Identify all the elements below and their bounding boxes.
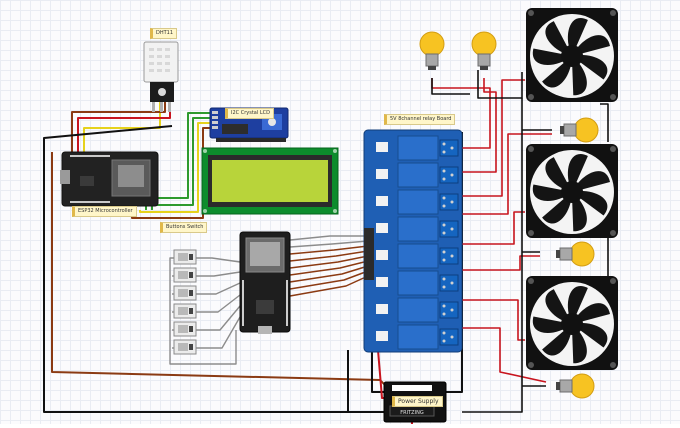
relay-channel xyxy=(376,270,459,296)
label-buttons: Buttons Switch xyxy=(160,222,208,233)
push-button xyxy=(173,249,197,265)
wire-lcd-vcc xyxy=(139,122,210,213)
relay-channel xyxy=(376,216,459,242)
button-switches xyxy=(173,249,197,355)
esp32-main-board xyxy=(239,231,291,334)
wires xyxy=(43,70,609,424)
bulb xyxy=(419,31,445,70)
wire-dht-vcc xyxy=(71,102,166,152)
dht11-sensor xyxy=(143,41,179,112)
relay-board xyxy=(363,129,463,353)
wire-dht-data xyxy=(83,102,161,152)
bulb xyxy=(471,31,497,70)
label-esp32: ESP32 Microcontroller xyxy=(72,206,137,217)
fan xyxy=(526,144,618,238)
esp32-left-board xyxy=(60,151,159,207)
fan xyxy=(526,8,618,102)
relay-channel xyxy=(376,135,459,161)
label-power-supply: Power Supply xyxy=(392,396,443,407)
wire-ground-main xyxy=(43,125,392,413)
bulb xyxy=(556,241,595,267)
relay-channel xyxy=(376,162,459,188)
label-i2c-lcd: I2C Crystal LCD xyxy=(225,108,274,119)
relay-channel xyxy=(376,189,459,215)
push-button xyxy=(173,339,197,355)
bulbs xyxy=(419,31,599,399)
fan xyxy=(526,276,618,370)
relay-channel xyxy=(376,324,459,350)
fans xyxy=(526,8,618,370)
push-button xyxy=(173,321,197,337)
push-button xyxy=(173,303,197,319)
wire-lcd-scl xyxy=(145,117,210,210)
wire-ps-left xyxy=(347,350,392,413)
label-dht11: DHT11 xyxy=(150,28,178,39)
wires-esp-relay xyxy=(289,235,369,297)
bulb xyxy=(560,117,599,143)
push-button xyxy=(173,285,197,301)
relay-channel xyxy=(376,297,459,323)
label-relay-board: 5V 8channel relay Board xyxy=(384,114,456,125)
bulb xyxy=(556,373,595,399)
relay-channel xyxy=(376,243,459,269)
lcd-display xyxy=(201,147,339,215)
power-supply-brand: FRITZING xyxy=(400,410,424,416)
push-button xyxy=(173,267,197,283)
